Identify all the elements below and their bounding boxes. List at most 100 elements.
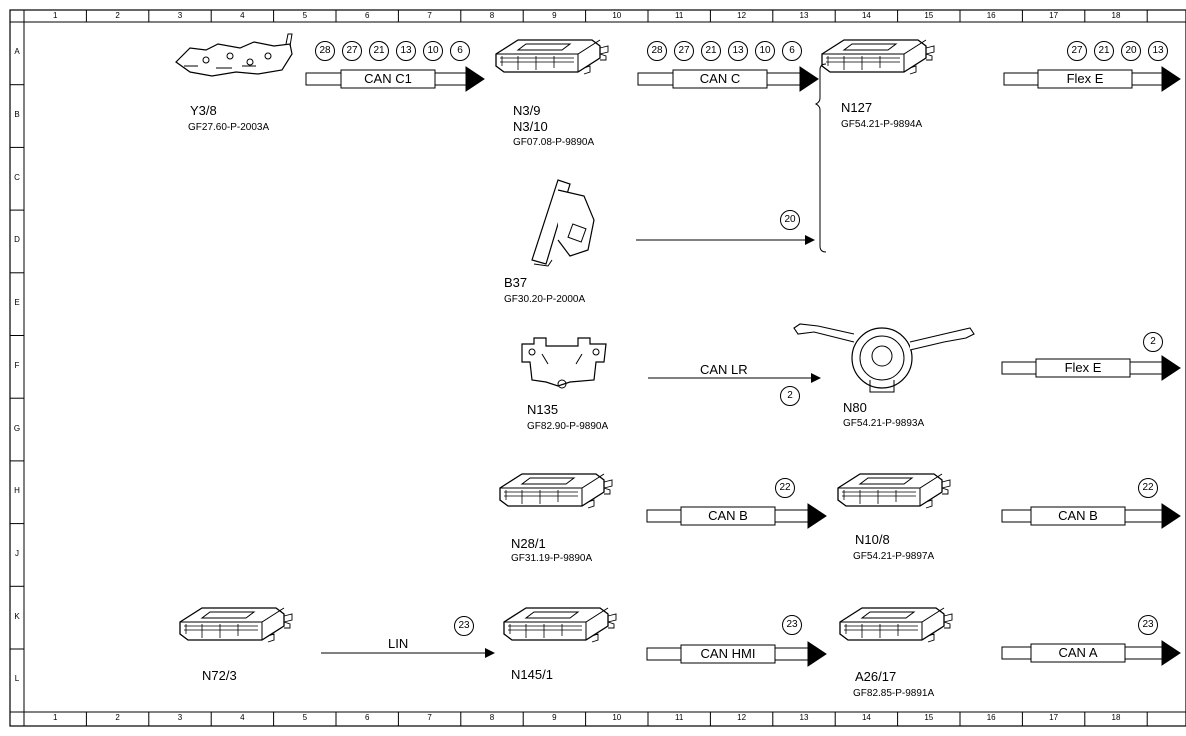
n28-1-label: N28/1 <box>511 536 546 551</box>
grid-column-label: 4 <box>240 11 245 20</box>
can-c1-arrowhead <box>465 66 485 92</box>
grid-row-label: J <box>15 548 19 558</box>
grid-column-label: 2 <box>115 713 120 722</box>
can-a-ref-circle: 23 <box>1138 615 1158 635</box>
grid-column-label: 7 <box>427 713 432 722</box>
n72-3-icon <box>179 607 293 643</box>
b37-ref-circle: 20 <box>780 210 800 230</box>
grid-column-label: 1 <box>52 11 58 20</box>
flex-e-f-wire <box>1001 361 1037 375</box>
flex-e-a-wire <box>1003 72 1039 86</box>
can-b-2-wire <box>1001 509 1032 523</box>
can-c1-wire <box>305 72 342 86</box>
can-hmi-wire <box>774 647 811 661</box>
can-c-ref-circle: 21 <box>701 41 721 61</box>
can-b-1-wire <box>774 509 811 523</box>
grid-row-label: K <box>14 611 20 621</box>
n80-icon <box>793 323 975 393</box>
can-hmi-wire <box>646 647 682 661</box>
n127-bracket <box>814 63 827 253</box>
n3-9-label: N3/9 <box>513 103 541 118</box>
grid-column-label: 12 <box>737 713 747 722</box>
bus-can-lr: CAN LR <box>700 362 748 377</box>
flex-e-a-wire <box>1131 72 1165 86</box>
grid-row-label: B <box>14 110 20 120</box>
b37-code: GF30.20-P-2000A <box>504 294 586 305</box>
bus-flex-e-a: Flex E <box>1066 71 1104 86</box>
y3-8-label: Y3/8 <box>190 103 217 118</box>
y3-8-icon <box>175 33 293 77</box>
a26-17-label: A26/17 <box>855 669 897 684</box>
grid-column-label: 12 <box>737 11 747 20</box>
grid-column-label: 3 <box>177 713 183 722</box>
can-c-ref-circle: 10 <box>755 41 775 61</box>
grid-column-label: 16 <box>986 11 996 20</box>
can-b-1-arrowhead <box>807 503 827 529</box>
can-c1-ref-circle: 6 <box>450 41 470 61</box>
can-c-arrowhead <box>799 66 819 92</box>
grid-column-label: 18 <box>1111 11 1121 20</box>
b37-icon <box>531 179 595 267</box>
n28-1-code: GF31.19-P-9890A <box>511 553 593 564</box>
grid-row-label: H <box>14 486 20 496</box>
can-hmi-arrowhead <box>807 641 827 667</box>
n10-8-label: N10/8 <box>855 532 890 547</box>
flex-e-a-ref-circle: 21 <box>1094 41 1114 61</box>
grid-column-label: 13 <box>799 713 809 722</box>
grid-column-label: 15 <box>924 713 934 722</box>
n3-10-label: N3/10 <box>513 119 548 134</box>
grid-row-label: D <box>14 235 20 245</box>
can-b-2-ref-circle: 22 <box>1138 478 1158 498</box>
can-c1-ref-circle: 21 <box>369 41 389 61</box>
can-lr-ref-circle: 2 <box>780 386 800 406</box>
bus-can-b-1: CAN B <box>708 508 748 523</box>
n80-label: N80 <box>843 400 867 415</box>
can-c1-ref-circle: 27 <box>342 41 362 61</box>
can-c-ref-circle: 27 <box>674 41 694 61</box>
n135-label: N135 <box>527 402 559 417</box>
can-c-wire <box>766 72 803 86</box>
can-c1-wire <box>434 72 469 86</box>
grid-column-label: 5 <box>302 11 308 20</box>
flex-e-f-wire <box>1129 361 1165 375</box>
grid-column-label: 11 <box>675 713 684 722</box>
bus-can-a: CAN A <box>1058 645 1098 660</box>
lin-ref-circle: 23 <box>454 616 474 636</box>
can-c-ref-circle: 6 <box>782 41 802 61</box>
grid-column-label: 10 <box>612 713 622 722</box>
can-c-wire <box>637 72 674 86</box>
n135-icon <box>521 337 607 389</box>
b37-label: B37 <box>504 275 528 290</box>
grid-column-label: 18 <box>1111 713 1121 722</box>
grid-column-label: 16 <box>986 713 996 722</box>
grid-column-label: 6 <box>364 713 370 722</box>
grid-column-label: 14 <box>861 11 871 20</box>
n135-code: GF82.90-P-9890A <box>527 421 609 432</box>
can-c1-ref-circle: 28 <box>315 41 335 61</box>
flex-e-a-arrowhead <box>1161 66 1181 92</box>
grid-row-label: E <box>14 298 20 308</box>
grid-column-label: 10 <box>612 11 622 20</box>
n80-code: GF54.21-P-9893A <box>843 418 925 429</box>
grid-row-label: G <box>13 423 21 433</box>
grid-column-label: 9 <box>552 713 557 722</box>
flex-e-f-ref-circle: 2 <box>1143 332 1163 352</box>
grid-column-label: 14 <box>861 713 871 722</box>
n28-1-icon <box>499 473 613 509</box>
n10-8-code: GF54.21-P-9897A <box>853 551 935 562</box>
grid-column-label: 6 <box>364 11 370 20</box>
n3-9-icon <box>495 39 609 75</box>
can-a-arrowhead <box>1161 640 1181 666</box>
n145-1-icon <box>503 607 617 643</box>
grid-column-label: 7 <box>427 11 432 20</box>
grid-column-label: 17 <box>1049 713 1059 722</box>
grid-row-label: A <box>14 47 20 57</box>
grid-column-label: 11 <box>675 11 684 20</box>
bus-can-hmi: CAN HMI <box>700 646 756 661</box>
y3-8-code: GF27.60-P-2003A <box>188 122 270 133</box>
grid-column-label: 13 <box>799 11 809 20</box>
bus-flex-e-f: Flex E <box>1064 360 1102 375</box>
grid-column-label: 8 <box>489 713 495 722</box>
